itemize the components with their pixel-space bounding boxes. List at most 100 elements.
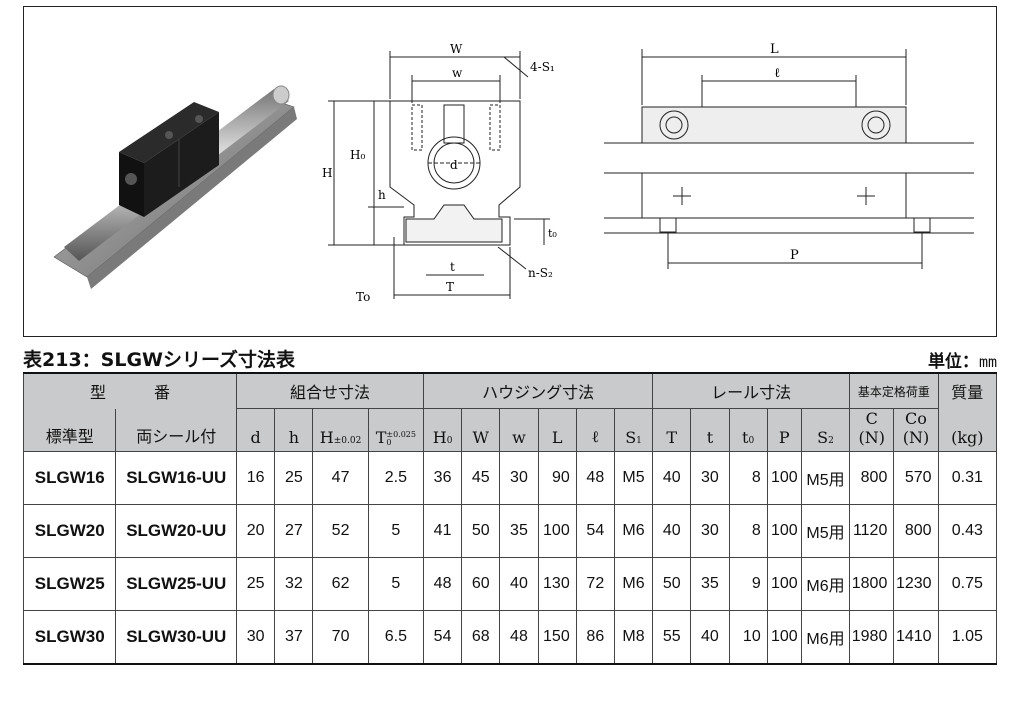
cell-H: 52 [312,504,369,558]
header-combo: 組合せ寸法 [236,372,424,409]
cell-t: 40 [690,610,730,665]
label-t: t [450,260,455,274]
cell-L: 90 [537,451,577,505]
cell-T: 5 [367,504,424,558]
cell-mass: 1.05 [937,610,998,665]
cell-seal: SLGW16-UU [115,451,238,505]
cell-t0: 9 [728,557,768,611]
cell-T2: 55 [652,610,692,665]
header-T2: T [652,408,692,452]
label-T: T [446,280,454,294]
cell-S2: M5用 [800,451,851,505]
figure-panel: W w 4-S₁ H₀ H h d t₀ t n-S₂ To T [23,6,997,337]
header-S2: S2 [800,408,851,452]
spec-table: 型 番 組合せ寸法 ハウジング寸法 レール寸法 基本定格荷重 質量 標準型 両シ… [22,372,998,665]
cell-mass: 0.75 [937,557,998,611]
cell-d: 16 [236,451,276,505]
cell-S2: M5用 [800,504,851,558]
cell-h: 32 [274,557,314,611]
cell-t: 35 [690,557,730,611]
cell-S1: M8 [613,610,654,665]
cell-P: 100 [766,610,802,665]
header-model: 型 番 [22,372,238,409]
header-w: w [499,408,539,452]
header-t: t [690,408,730,452]
label-L: L [770,42,779,57]
header-Co: Co(N) [893,408,939,452]
cell-H: 62 [312,557,369,611]
header-ell: ℓ [575,408,615,452]
cell-C: 1800 [849,557,895,611]
cell-t: 30 [690,504,730,558]
cell-P: 100 [766,451,802,505]
cell-H: 47 [312,451,369,505]
cell-H: 70 [312,610,369,665]
header-std: 標準型 [22,408,117,452]
cell-std: SLGW20 [22,504,117,558]
header-H: H±0.02 [312,408,369,452]
header-load: 基本定格荷重 [849,372,939,409]
cell-d: 20 [236,504,276,558]
header-L: L [537,408,577,452]
cell-L: 150 [537,610,577,665]
cell-C: 1120 [849,504,895,558]
cell-T2: 50 [652,557,692,611]
cell-P: 100 [766,557,802,611]
header-housing: ハウジング寸法 [422,372,654,409]
cell-Co: 800 [893,504,939,558]
header-S1: S1 [613,408,654,452]
cell-d: 25 [236,557,276,611]
header-C: C(N) [849,408,895,452]
cell-W: 50 [461,504,501,558]
cell-W: 45 [461,451,501,505]
cell-Co: 1230 [893,557,939,611]
cell-Co: 1410 [893,610,939,665]
cell-S1: M6 [613,557,654,611]
cell-seal: SLGW25-UU [115,557,238,611]
cell-L: 130 [537,557,577,611]
cell-T: 2.5 [367,451,424,505]
cell-w: 30 [499,451,539,505]
cell-T: 6.5 [367,610,424,665]
cell-S1: M6 [613,504,654,558]
cell-T2: 40 [652,504,692,558]
label-h: h [378,188,386,202]
header-W: W [461,408,501,452]
cell-H0: 54 [422,610,463,665]
cell-seal: SLGW20-UU [115,504,238,558]
table-title: 表213：SLGWシリーズ寸法表 [23,349,296,371]
cell-W: 68 [461,610,501,665]
cell-h: 37 [274,610,314,665]
cell-h: 25 [274,451,314,505]
cell-Co: 570 [893,451,939,505]
cell-std: SLGW16 [22,451,117,505]
cell-mass: 0.31 [937,451,998,505]
cell-mass: 0.43 [937,504,998,558]
header-mass: 質量 [937,372,998,409]
header-t0: t0 [728,408,768,452]
label-To: To [356,290,370,304]
cell-std: SLGW30 [22,610,117,665]
cell-d: 30 [236,610,276,665]
cell-t0: 8 [728,451,768,505]
cell-H0: 41 [422,504,463,558]
cell-std: SLGW25 [22,557,117,611]
cell-S2: M6用 [800,610,851,665]
cell-S1: M5 [613,451,654,505]
cell-w: 40 [499,557,539,611]
header-mass-unit: (kg) [937,408,998,452]
cell-H0: 36 [422,451,463,505]
cell-t0: 8 [728,504,768,558]
label-t0: t₀ [548,227,557,240]
header-H0: H0 [422,408,463,452]
label-H: H [322,166,332,180]
product-photo [53,85,297,289]
cell-ell: 54 [575,504,615,558]
label-H0: H₀ [350,148,365,162]
unit-label: 単位：mm [927,352,997,372]
cell-T: 5 [367,557,424,611]
